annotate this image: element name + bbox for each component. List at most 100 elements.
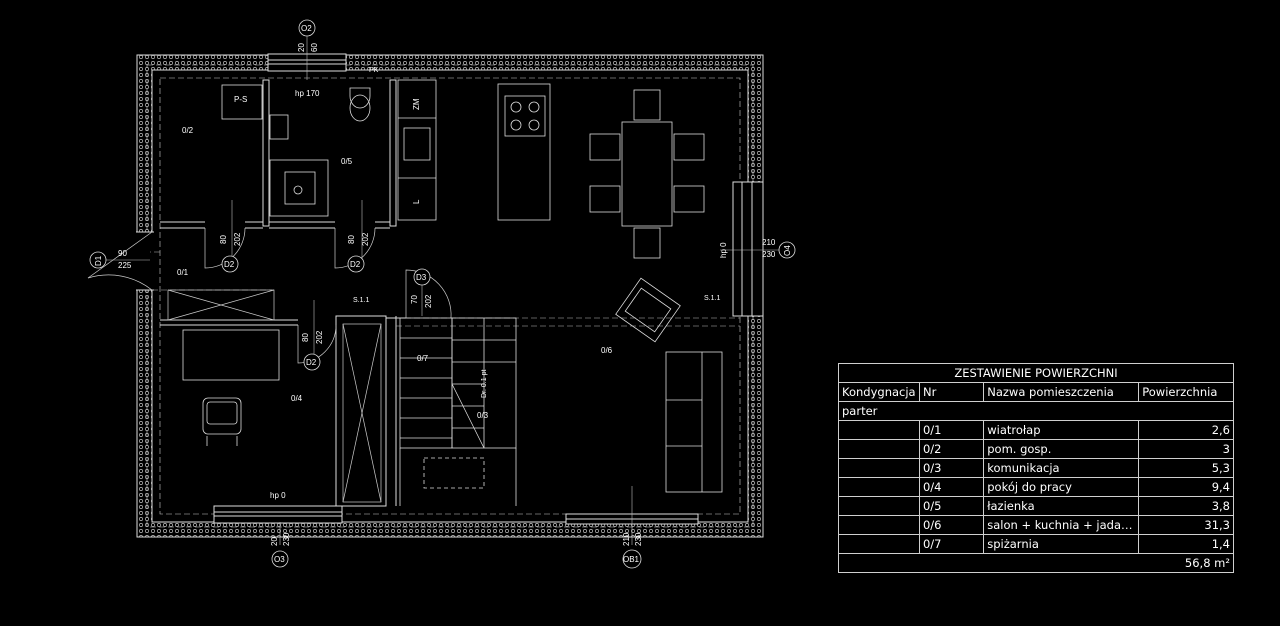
svg-text:225: 225 <box>118 261 132 270</box>
svg-text:202: 202 <box>424 294 433 308</box>
cell-area: 31,3 <box>1138 515 1234 535</box>
fixture-label-pk: PK <box>369 67 379 74</box>
cell-area: 9,4 <box>1138 477 1234 497</box>
cell-nr: 0/2 <box>918 439 985 459</box>
room-label-0-1: 0/1 <box>177 268 189 277</box>
tag-s11-b: S.1.1 <box>704 295 720 302</box>
kitchen-units <box>397 79 551 221</box>
bathroom-fixtures <box>221 84 371 217</box>
tag-ob1: OB1 <box>623 555 640 564</box>
svg-text:230: 230 <box>634 532 643 546</box>
element-tags <box>89 19 796 569</box>
cell-name: komunikacja <box>983 458 1140 478</box>
svg-text:hp 0: hp 0 <box>719 242 728 258</box>
tag-d3: D3 <box>416 273 427 282</box>
total-area: 56,8 m² <box>838 553 1234 573</box>
wardrobe <box>167 289 275 321</box>
cell-name: spiżarnia <box>983 534 1140 554</box>
svg-text:202: 202 <box>315 330 324 344</box>
staircase <box>399 317 517 506</box>
svg-text:hp 0: hp 0 <box>270 491 286 500</box>
cell-area: 2,6 <box>1138 420 1234 440</box>
svg-text:80: 80 <box>219 235 228 244</box>
room-label-0-5: 0/5 <box>341 157 353 166</box>
room-label-0-2: 0/2 <box>182 126 194 135</box>
svg-text:202: 202 <box>233 232 242 246</box>
desk <box>182 329 280 446</box>
tag-o3: O3 <box>274 555 285 564</box>
area-summary-table: ZESTAWIENIE POWIERZCHNI Kondygnacja Nr N… <box>838 363 1234 573</box>
tag-d1: D1 <box>94 255 103 266</box>
cell-name: pokój do pracy <box>983 477 1140 497</box>
col-header-level: Kondygnacja <box>838 382 920 402</box>
cell-name: pom. gosp. <box>983 439 1140 459</box>
svg-text:Dr. 0.1 pt: Dr. 0.1 pt <box>481 370 488 398</box>
tag-d2-c: D2 <box>306 358 317 367</box>
pantry-shelving <box>342 323 382 503</box>
svg-text:20: 20 <box>297 43 306 52</box>
cell-area: 5,3 <box>1138 458 1234 478</box>
svg-text:80: 80 <box>347 235 356 244</box>
svg-text:70: 70 <box>410 295 419 304</box>
col-header-nr: Nr <box>918 382 985 402</box>
svg-text:90: 90 <box>118 249 127 258</box>
svg-text:20: 20 <box>270 537 279 546</box>
cell-name: łazienka <box>983 496 1140 516</box>
svg-text:210: 210 <box>622 532 631 546</box>
svg-text:202: 202 <box>361 232 370 246</box>
col-header-name: Nazwa pomieszczenia <box>983 382 1140 402</box>
tag-o2: O2 <box>301 24 312 33</box>
room-labels: 0/1 0/2 0/3 0/4 0/5 0/6 0/7 <box>177 126 613 420</box>
col-header-area: Powierzchnia <box>1138 382 1234 402</box>
cell-nr: 0/7 <box>918 534 985 554</box>
tag-d2-b: D2 <box>350 260 361 269</box>
svg-text:80: 80 <box>301 333 310 342</box>
cell-nr: 0/1 <box>918 420 985 440</box>
cell-name: salon + kuchnia + jadalni... <box>983 515 1140 535</box>
fixture-label-l: L <box>412 199 421 204</box>
tag-o4: O4 <box>783 245 792 256</box>
svg-text:230: 230 <box>762 250 776 259</box>
cell-nr: 0/6 <box>918 515 985 535</box>
exterior-wall <box>137 55 763 537</box>
room-label-0-7: 0/7 <box>417 354 429 363</box>
table-row: parter <box>838 401 1234 421</box>
cell-area: 3 <box>1138 439 1234 459</box>
window-o3 <box>213 505 343 524</box>
living-room-furniture <box>615 277 723 493</box>
cell-area: 1,4 <box>1138 534 1234 554</box>
room-label-0-4: 0/4 <box>291 394 303 403</box>
dining-table <box>589 89 705 259</box>
cell-name: wiatrołap <box>983 420 1140 440</box>
svg-text:230: 230 <box>282 532 291 546</box>
cell-nr: 0/3 <box>918 458 985 478</box>
cell-area: 3,8 <box>1138 496 1234 516</box>
cell-nr: 0/5 <box>918 496 985 516</box>
svg-text:210: 210 <box>762 238 776 247</box>
interior-walls <box>160 79 406 507</box>
table-title: ZESTAWIENIE POWIERZCHNI <box>838 363 1234 383</box>
fixture-label-zm: ZM <box>412 98 421 110</box>
fixture-label-ps: P-S <box>234 95 247 104</box>
room-label-0-3: 0/3 <box>477 411 489 420</box>
total-row: 56,8 m² <box>838 553 1234 573</box>
room-label-0-6: 0/6 <box>601 346 613 355</box>
svg-text:hp 170: hp 170 <box>295 89 320 98</box>
entrance-opening <box>136 232 154 290</box>
tag-d2-a: D2 <box>224 260 235 269</box>
window-o4 <box>732 181 764 317</box>
svg-text:60: 60 <box>310 43 319 52</box>
dimension-labels: 20 60 hp 170 210 230 hp 0 90 225 80 202 … <box>118 43 776 546</box>
cell-nr: 0/4 <box>918 477 985 497</box>
level-cell: parter <box>838 401 1234 421</box>
tag-s11-a: S.1.1 <box>353 297 369 304</box>
table-header-row: Kondygnacja Nr Nazwa pomieszczenia Powie… <box>838 382 1234 402</box>
